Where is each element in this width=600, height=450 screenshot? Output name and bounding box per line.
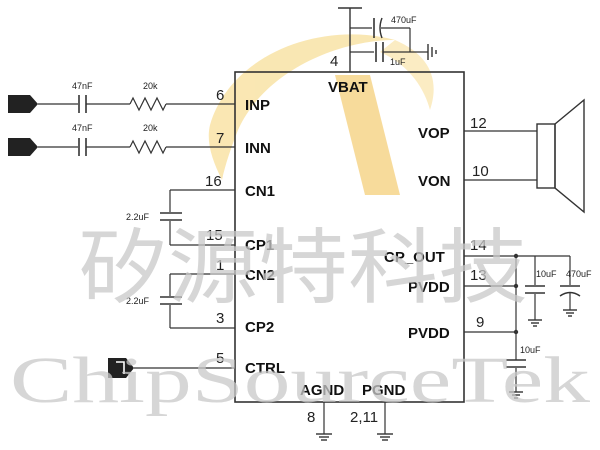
flying-cap-2 [160,273,235,329]
pin-7-number: 7 [216,130,224,147]
c-vbat-1uf-label: 1uF [390,57,406,67]
pin-5-ctrl-circuit [108,358,235,378]
pin-14-name: CP_OUT [384,249,445,266]
pin-7-name: INN [245,140,271,157]
c-cn2-label: 2.2uF [126,296,150,306]
pin-4-vbat [338,7,437,72]
pin-3-name: CP2 [245,319,274,336]
ground-pins [316,402,393,441]
pin-8-number: 8 [307,409,315,426]
c-inn-label: 47nF [72,123,93,133]
pin-13-number: 13 [470,267,487,284]
c-pvdd9-label: 10uF [520,345,541,355]
pin-10-number: 10 [472,163,489,180]
watermark-chinese: 矽源特科技 [78,221,528,316]
pin-12-number: 12 [470,115,487,132]
pin-9-circuit [464,331,526,399]
pin-15-number: 15 [206,227,223,244]
cpout-pvdd-circuit [464,253,581,335]
c-cpout-10uf-label: 10uF [536,269,557,279]
pin-12-name: VOP [418,125,450,142]
c-cn1-label: 2.2uF [126,212,150,222]
pin-15-name: CP1 [245,237,274,254]
flying-cap-1 [160,189,235,246]
chipsourcetek-logo [208,34,434,195]
pin-9-number: 9 [476,314,484,331]
pin-1-name: CN2 [245,267,275,284]
r-inp-label: 20k [143,81,158,91]
pin-8-name: AGND [300,382,344,399]
speaker-circuit [464,98,585,214]
pin-5-number: 5 [216,350,224,367]
pin-9-name: PVDD [408,325,450,342]
pin-211-number: 2,11 [350,409,378,426]
pin-10-name: VON [418,173,451,190]
pin-13-name: PVDD [408,279,450,296]
pin-5-name: CTRL [245,360,285,377]
c-vbat-470uf-label: 470uF [391,15,417,25]
c-cpout-470uf-label: 470uF [566,269,592,279]
watermark-english: ChipSourceTek [10,344,590,417]
pin-4-number: 4 [330,53,338,70]
pin-6-number: 6 [216,87,224,104]
pin-16-number: 16 [205,173,222,190]
pin-3-number: 3 [216,310,224,327]
pin-1-number: 1 [216,257,224,274]
pin-6-name: INP [245,97,270,114]
pin-14-number: 14 [470,237,487,254]
pin-6-inp-circuit [8,95,235,113]
r-inn-label: 20k [143,123,158,133]
pin-7-inn-circuit [8,138,235,156]
pin-16-name: CN1 [245,183,275,200]
pin-211-name: PGND [362,382,406,399]
c-inp-label: 47nF [72,81,93,91]
pin-4-name: VBAT [328,79,368,96]
